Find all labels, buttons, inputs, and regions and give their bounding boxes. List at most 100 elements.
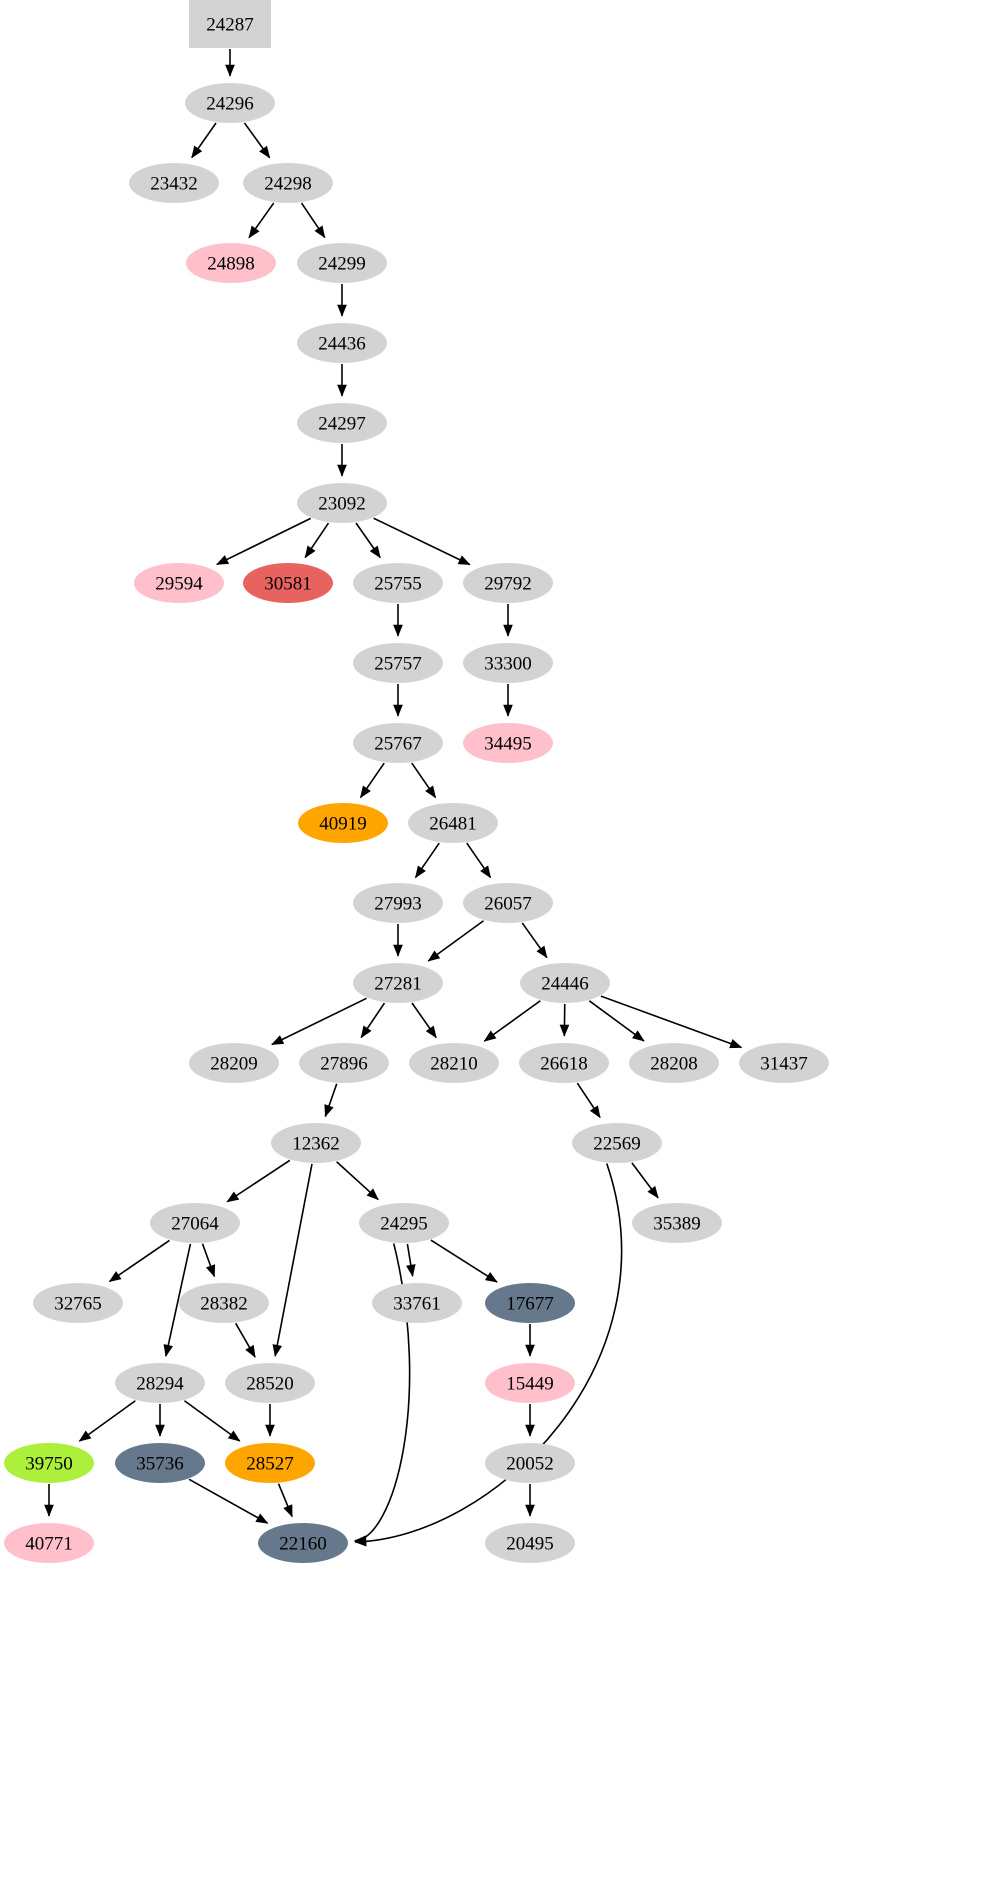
- node-shape-25767[interactable]: [353, 723, 443, 763]
- node-shape-31437[interactable]: [739, 1043, 829, 1083]
- graph-node-25767[interactable]: 25767: [353, 723, 443, 763]
- graph-node-27064[interactable]: 27064: [150, 1203, 240, 1243]
- node-shape-28527[interactable]: [225, 1443, 315, 1483]
- graph-node-17677[interactable]: 17677: [485, 1283, 575, 1323]
- graph-node-24287[interactable]: 24287: [189, 0, 271, 48]
- graph-node-26057[interactable]: 26057: [463, 883, 553, 923]
- node-shape-12362[interactable]: [271, 1123, 361, 1163]
- node-shape-28294[interactable]: [115, 1363, 205, 1403]
- graph-node-22569[interactable]: 22569: [572, 1123, 662, 1163]
- node-shape-29594[interactable]: [134, 563, 224, 603]
- graph-node-28209[interactable]: 28209: [189, 1043, 279, 1083]
- node-shape-24446[interactable]: [520, 963, 610, 1003]
- graph-node-31437[interactable]: 31437: [739, 1043, 829, 1083]
- graph-node-20052[interactable]: 20052: [485, 1443, 575, 1483]
- node-shape-28208[interactable]: [629, 1043, 719, 1083]
- graph-node-30581[interactable]: 30581: [243, 563, 333, 603]
- node-shape-24436[interactable]: [297, 323, 387, 363]
- node-shape-28209[interactable]: [189, 1043, 279, 1083]
- edge-arrowhead: [314, 225, 326, 239]
- graph-node-24297[interactable]: 24297: [297, 403, 387, 443]
- node-shape-24295[interactable]: [359, 1203, 449, 1243]
- graph-node-24898[interactable]: 24898: [186, 243, 276, 283]
- node-shape-24299[interactable]: [297, 243, 387, 283]
- graph-node-35736[interactable]: 35736: [115, 1443, 205, 1483]
- node-shape-24296[interactable]: [185, 83, 275, 123]
- graph-node-39750[interactable]: 39750: [4, 1443, 94, 1483]
- graph-node-23092[interactable]: 23092: [297, 483, 387, 523]
- graph-node-24299[interactable]: 24299: [297, 243, 387, 283]
- node-shape-32765[interactable]: [33, 1283, 123, 1323]
- graph-node-24436[interactable]: 24436: [297, 323, 387, 363]
- graph-node-35389[interactable]: 35389: [632, 1203, 722, 1243]
- edge-22569-to-22160: [354, 1163, 623, 1547]
- node-shape-25757[interactable]: [353, 643, 443, 683]
- graph-node-24446[interactable]: 24446: [520, 963, 610, 1003]
- graph-node-28294[interactable]: 28294: [115, 1363, 205, 1403]
- graph-node-24298[interactable]: 24298: [243, 163, 333, 203]
- node-shape-15449[interactable]: [485, 1363, 575, 1403]
- graph-node-27281[interactable]: 27281: [353, 963, 443, 1003]
- node-shape-28382[interactable]: [179, 1283, 269, 1323]
- edge-28294-to-35736: [155, 1404, 165, 1437]
- node-shape-20052[interactable]: [485, 1443, 575, 1483]
- graph-node-34495[interactable]: 34495: [463, 723, 553, 763]
- node-shape-24297[interactable]: [297, 403, 387, 443]
- node-shape-23092[interactable]: [297, 483, 387, 523]
- graph-node-22160[interactable]: 22160: [258, 1523, 348, 1563]
- node-shape-40919[interactable]: [298, 803, 388, 843]
- graph-node-33761[interactable]: 33761: [372, 1283, 462, 1323]
- edge-arrowhead: [559, 1024, 570, 1037]
- node-shape-30581[interactable]: [243, 563, 333, 603]
- node-shape-33761[interactable]: [372, 1283, 462, 1323]
- graph-node-23432[interactable]: 23432: [129, 163, 219, 203]
- node-shape-34495[interactable]: [463, 723, 553, 763]
- node-shape-33300[interactable]: [463, 643, 553, 683]
- graph-node-27896[interactable]: 27896: [299, 1043, 389, 1083]
- graph-node-40919[interactable]: 40919: [298, 803, 388, 843]
- node-shape-25755[interactable]: [353, 563, 443, 603]
- node-shape-22569[interactable]: [572, 1123, 662, 1163]
- graph-node-12362[interactable]: 12362: [271, 1123, 361, 1163]
- graph-node-20495[interactable]: 20495: [485, 1523, 575, 1563]
- graph-node-29594[interactable]: 29594: [134, 563, 224, 603]
- graph-node-27993[interactable]: 27993: [353, 883, 443, 923]
- graph-node-40771[interactable]: 40771: [4, 1523, 94, 1563]
- node-shape-22160[interactable]: [258, 1523, 348, 1563]
- graph-node-26481[interactable]: 26481: [408, 803, 498, 843]
- node-shape-27064[interactable]: [150, 1203, 240, 1243]
- graph-node-28382[interactable]: 28382: [179, 1283, 269, 1323]
- graph-node-29792[interactable]: 29792: [463, 563, 553, 603]
- graph-node-24296[interactable]: 24296: [185, 83, 275, 123]
- graph-node-28520[interactable]: 28520: [225, 1363, 315, 1403]
- graph-node-33300[interactable]: 33300: [463, 643, 553, 683]
- node-shape-26057[interactable]: [463, 883, 553, 923]
- graph-node-28210[interactable]: 28210: [409, 1043, 499, 1083]
- node-shape-27281[interactable]: [353, 963, 443, 1003]
- graph-node-32765[interactable]: 32765: [33, 1283, 123, 1323]
- graph-node-26618[interactable]: 26618: [519, 1043, 609, 1083]
- node-shape-28210[interactable]: [409, 1043, 499, 1083]
- node-shape-24298[interactable]: [243, 163, 333, 203]
- node-shape-27993[interactable]: [353, 883, 443, 923]
- node-shape-39750[interactable]: [4, 1443, 94, 1483]
- graph-node-28208[interactable]: 28208: [629, 1043, 719, 1083]
- node-shape-24287[interactable]: [189, 0, 271, 48]
- node-shape-23432[interactable]: [129, 163, 219, 203]
- node-shape-26618[interactable]: [519, 1043, 609, 1083]
- node-shape-29792[interactable]: [463, 563, 553, 603]
- graph-node-25755[interactable]: 25755: [353, 563, 443, 603]
- node-shape-17677[interactable]: [485, 1283, 575, 1323]
- node-shape-20495[interactable]: [485, 1523, 575, 1563]
- node-shape-35736[interactable]: [115, 1443, 205, 1483]
- node-shape-26481[interactable]: [408, 803, 498, 843]
- node-shape-27896[interactable]: [299, 1043, 389, 1083]
- node-shape-28520[interactable]: [225, 1363, 315, 1403]
- node-shape-24898[interactable]: [186, 243, 276, 283]
- graph-node-28527[interactable]: 28527: [225, 1443, 315, 1483]
- graph-node-25757[interactable]: 25757: [353, 643, 443, 683]
- graph-node-15449[interactable]: 15449: [485, 1363, 575, 1403]
- node-shape-35389[interactable]: [632, 1203, 722, 1243]
- graph-node-24295[interactable]: 24295: [359, 1203, 449, 1243]
- node-shape-40771[interactable]: [4, 1523, 94, 1563]
